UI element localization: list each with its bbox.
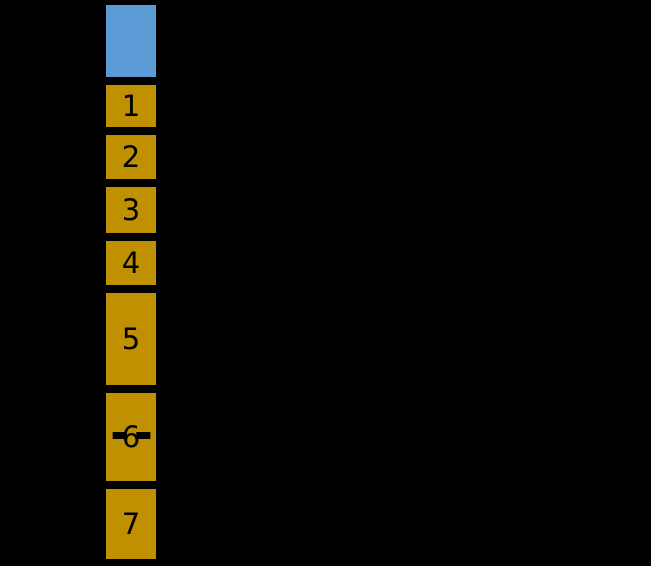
block-6[interactable]: 6 [103, 390, 159, 484]
block-4-label: 4 [121, 245, 141, 280]
block-3-label: 3 [121, 192, 141, 227]
block-6-label: 6 [121, 419, 141, 454]
block-7[interactable]: 7 [103, 486, 159, 562]
block-7-label: 7 [121, 506, 141, 541]
block-5-label: 5 [121, 321, 141, 356]
block-4[interactable]: 4 [103, 238, 159, 288]
block-5[interactable]: 5 [103, 290, 159, 388]
block-1[interactable]: 1 [103, 82, 159, 130]
block-2[interactable]: 2 [103, 132, 159, 182]
block-3[interactable]: 3 [103, 184, 159, 236]
block-2-label: 2 [121, 139, 141, 174]
block-stack: 1 2 3 4 5 6 7 [103, 0, 159, 566]
block-1-label: 1 [121, 88, 141, 123]
block-top[interactable] [103, 2, 159, 80]
